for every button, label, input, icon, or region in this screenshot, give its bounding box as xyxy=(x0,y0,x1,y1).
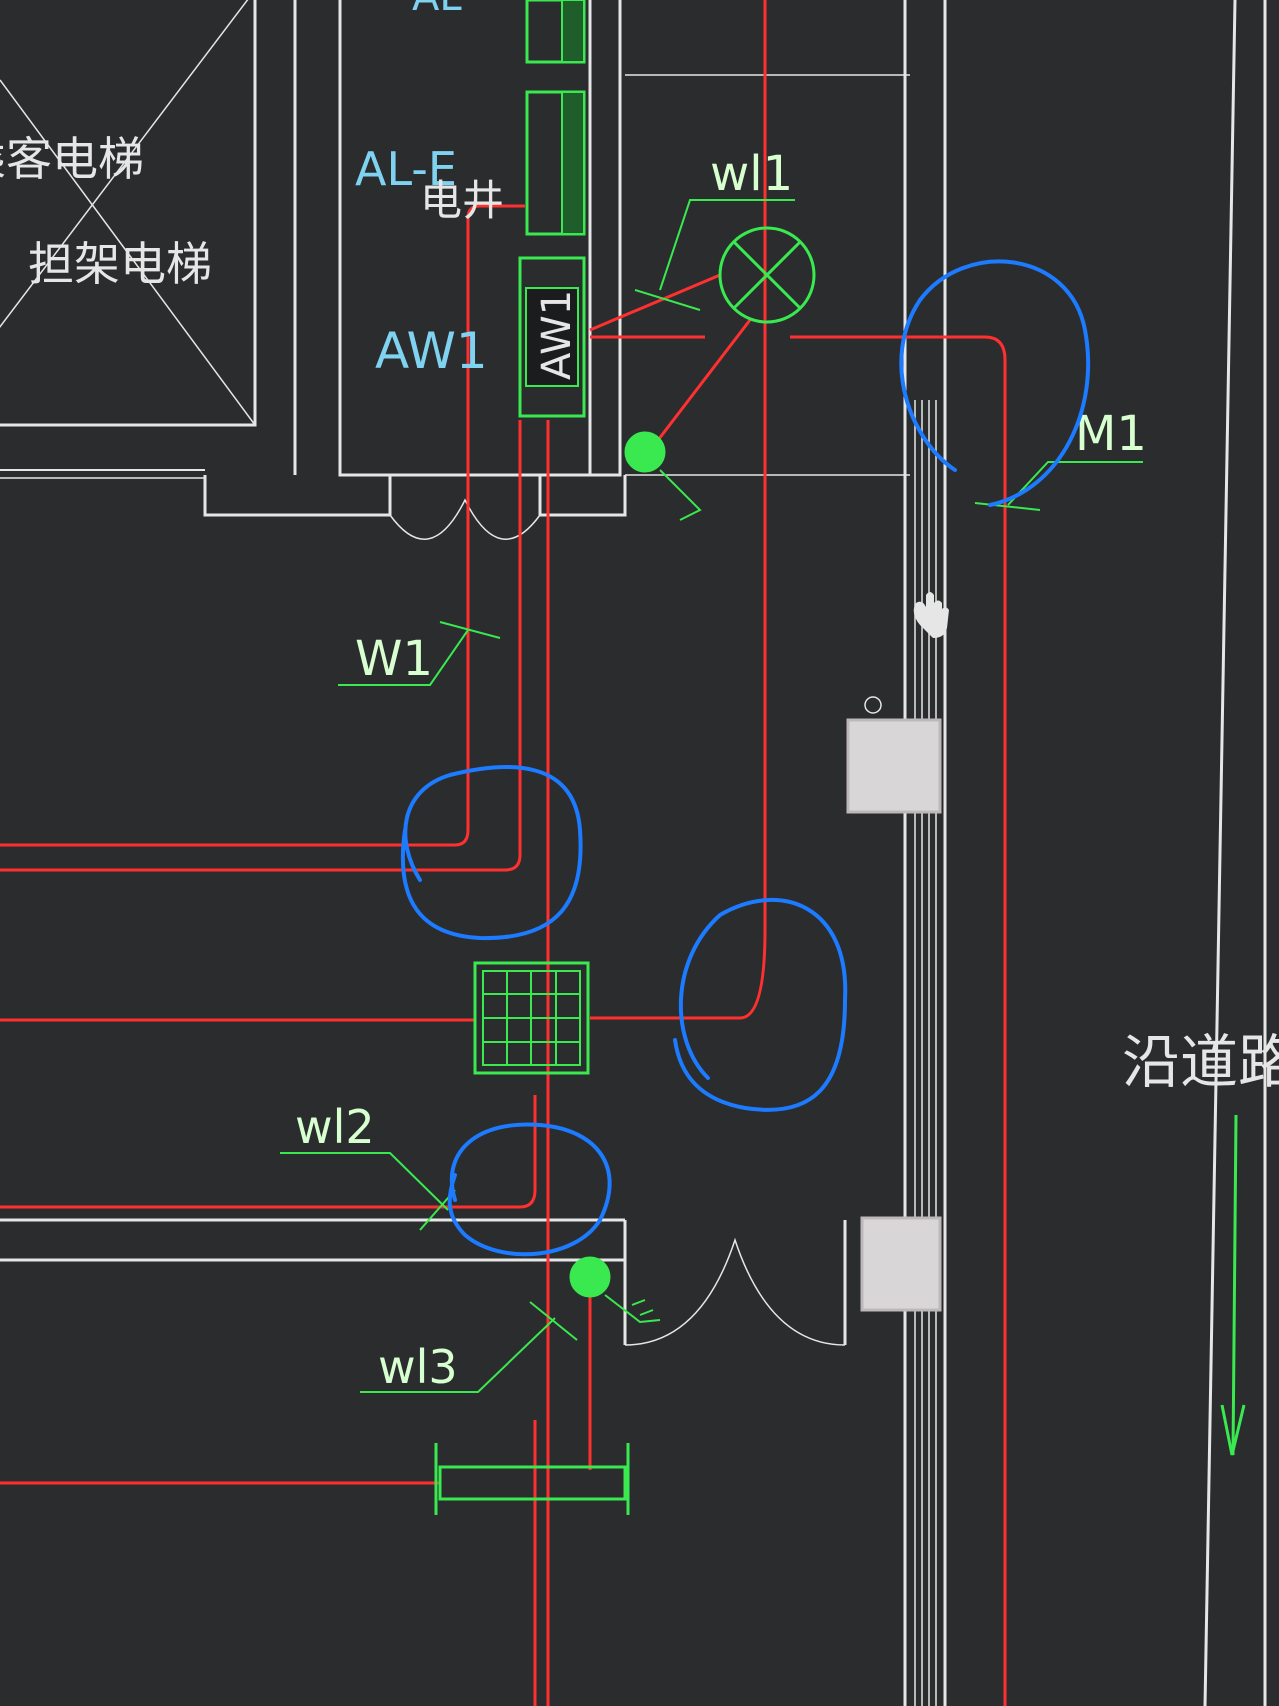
markup-layer xyxy=(400,259,1091,1257)
lower-wall-ledge xyxy=(203,475,392,517)
leader-wl1 xyxy=(659,199,795,291)
markup-circle-w1-corner xyxy=(400,765,583,941)
circuit-w1-label: W1 xyxy=(355,631,433,687)
panel-ale-hatch xyxy=(561,91,585,235)
shaft-label: 电井 xyxy=(420,176,504,225)
wire-m1 xyxy=(790,335,1007,1706)
wire-wl1-riser xyxy=(590,0,767,1020)
panel-aw1-inner xyxy=(525,287,579,387)
leader-wl3-tick xyxy=(529,1301,578,1341)
outer-wall-a xyxy=(1203,0,1237,1706)
door-swing-arc-lower xyxy=(624,1237,846,1346)
wall-switch-icon[interactable] xyxy=(624,431,702,521)
markup-circle-wl1-corner xyxy=(673,898,848,1112)
wire-light-to-switch xyxy=(650,319,752,449)
leader-w1 xyxy=(338,629,469,686)
column-lower xyxy=(860,1216,942,1312)
down-arrow-icon xyxy=(1220,1114,1246,1456)
panel-aw1-label: AW1 xyxy=(375,322,488,380)
wire-w1-loop xyxy=(0,204,525,847)
leader-m1-tick xyxy=(974,502,1041,511)
circuit-wl1-label: wl1 xyxy=(710,146,793,202)
elevator-stretcher-label: 担架电梯 xyxy=(28,237,212,291)
wall-switch-icon-lower[interactable] xyxy=(569,1256,661,1324)
distribution-bar-icon[interactable] xyxy=(434,1443,630,1515)
door-swing-arc-upper xyxy=(389,498,541,540)
panel-al-top-label: AL xyxy=(412,0,462,20)
labels-layer: 乘客电梯 担架电梯 AL AL-E 电井 AW1 AW1 wl1 W1 M1 w… xyxy=(0,0,1279,1394)
wire-wl2 xyxy=(0,1095,537,1209)
elevator-passenger-label: 乘客电梯 xyxy=(0,132,144,186)
hand-cursor-icon xyxy=(913,592,949,638)
panel-ale-label: AL-E xyxy=(355,142,457,196)
circuit-wl2-label: wl2 xyxy=(295,1100,375,1154)
symbols-layer xyxy=(280,0,1246,1515)
grid-junction-box-icon[interactable] xyxy=(473,961,590,1075)
panel-al-top-hatch xyxy=(561,0,585,63)
markup-circle-wl2-corner xyxy=(447,1122,612,1257)
wire-panel-out-a xyxy=(589,273,721,332)
elevator-cross-line-b xyxy=(0,79,256,426)
column-upper xyxy=(846,718,942,814)
leader-w1-tick xyxy=(439,621,501,639)
road-note-label: 沿道路 xyxy=(1122,1028,1279,1096)
small-marker-circle xyxy=(864,696,882,714)
panel-aw1[interactable] xyxy=(518,256,586,418)
circuit-wl3-label: wl3 xyxy=(378,1340,458,1394)
leader-wl2 xyxy=(280,1152,449,1211)
markup-circle-m1 xyxy=(899,259,1091,507)
leader-wl3 xyxy=(360,1317,556,1393)
wiring-layer xyxy=(0,0,1007,1706)
leader-wl1-tick xyxy=(634,289,701,311)
panel-aw1-box-label: AW1 xyxy=(534,290,580,380)
wire-w1-lower xyxy=(0,420,522,872)
shaft-door-jamb xyxy=(538,475,627,517)
elevator-cross-line-a xyxy=(0,0,249,329)
leader-m1 xyxy=(1007,461,1143,506)
shaft-room-wall xyxy=(338,0,622,477)
elevator-shaft-outline xyxy=(0,0,257,427)
circuit-m1-label: M1 xyxy=(1075,406,1147,462)
ceiling-light-crossed-circle-icon[interactable] xyxy=(718,226,816,324)
